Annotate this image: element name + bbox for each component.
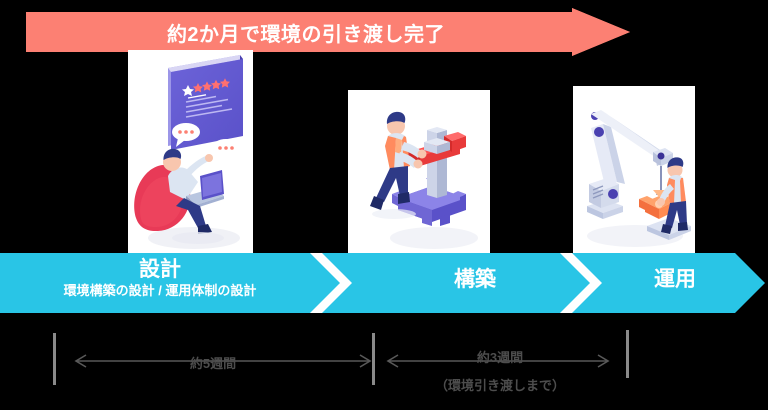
design-duration-arrow [74,354,372,368]
process-phase-band [0,253,768,313]
phase-title-design: 設計 [139,258,181,281]
build-duration-label: 約3週間 [476,350,524,365]
design-illustration-card [128,50,253,258]
operate-illustration-card [573,86,695,258]
phase-label-build: 構築 [360,268,590,292]
phase-label-operate: 運用 [605,268,745,292]
design-duration-label: 約5週間 [189,356,237,371]
worker-turning-red-lever-on-gear-icon [370,111,478,249]
phase-label-design: 設計 環境構築の設計 / 運用体制の設計 [10,258,310,299]
overall-duration-arrow [26,8,630,56]
tick-build-end [626,330,629,378]
build-duration-note: （環境引き渡しまで） [434,378,565,393]
tick-design-start [53,333,56,385]
build-duration-arrow [386,354,610,368]
duration-measurements [0,320,768,410]
phase-subtitle-design: 環境構築の設計 / 運用体制の設計 [63,283,257,298]
robotic-arm-lifting-gear-with-worker-icon [587,110,691,247]
build-illustration-card [348,90,490,258]
phase-title-operate: 運用 [654,268,696,291]
tick-design-end [372,333,375,385]
overall-duration-label: 約2か月で環境の引き渡し完了 [166,23,446,46]
person-on-beanbag-with-laptop-and-screen-icon [134,55,243,249]
phase-title-build: 構築 [454,268,496,291]
